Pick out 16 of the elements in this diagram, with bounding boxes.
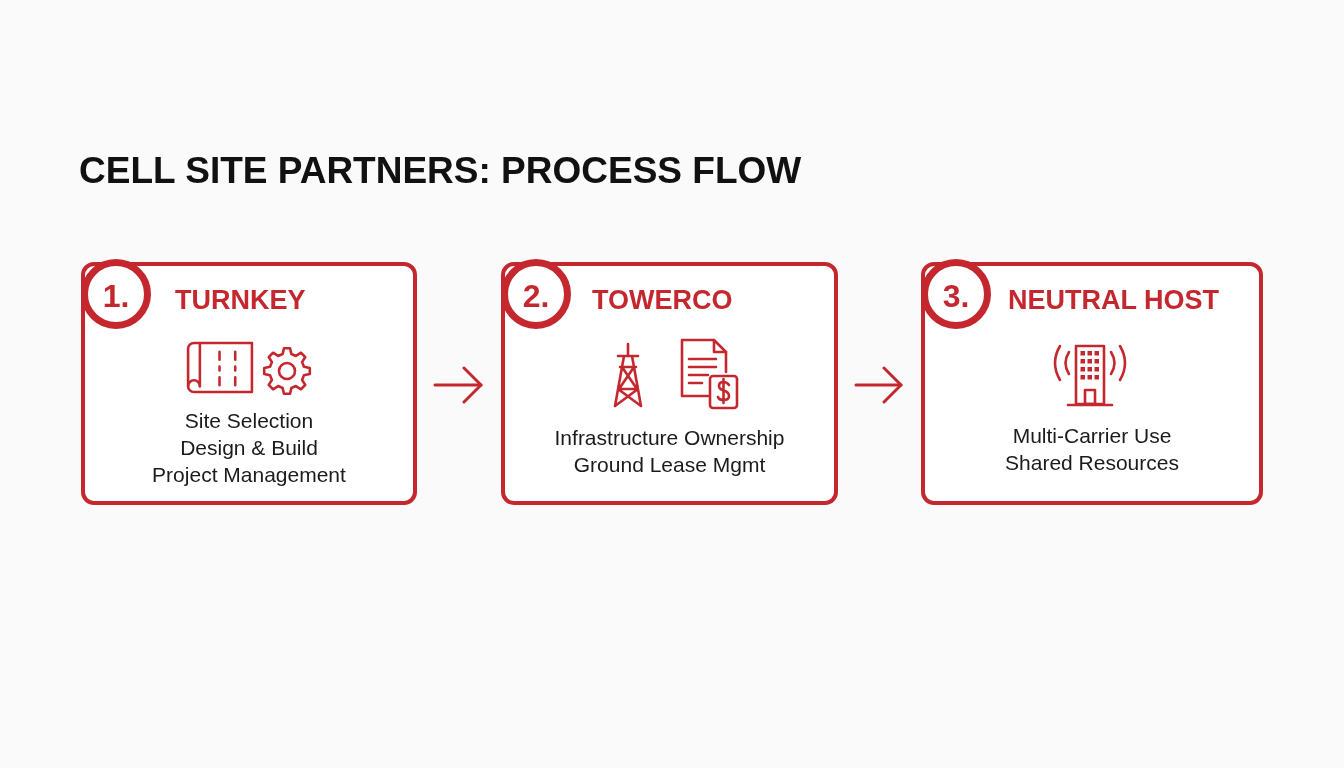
page-title: CELL SITE PARTNERS: PROCESS FLOW xyxy=(79,152,802,189)
card-heading: NEUTRAL HOST xyxy=(1008,287,1219,314)
card-heading: TURNKEY xyxy=(175,287,306,314)
arrow xyxy=(433,366,483,404)
service-item: Shared Resources xyxy=(1005,450,1179,476)
process-card xyxy=(501,262,838,505)
service-item: Infrastructure Ownership xyxy=(554,425,785,451)
service-item: Multi-Carrier Use xyxy=(1012,423,1172,449)
process-card xyxy=(81,262,417,505)
service-item: Design & Build xyxy=(180,435,318,461)
card-heading: TOWERCO xyxy=(592,287,733,314)
service-item: Ground Lease Mgmt xyxy=(573,452,766,478)
process-card xyxy=(921,262,1263,505)
service-item: Site Selection xyxy=(184,408,314,434)
arrow xyxy=(854,366,903,404)
service-item: Project Management xyxy=(152,462,346,488)
